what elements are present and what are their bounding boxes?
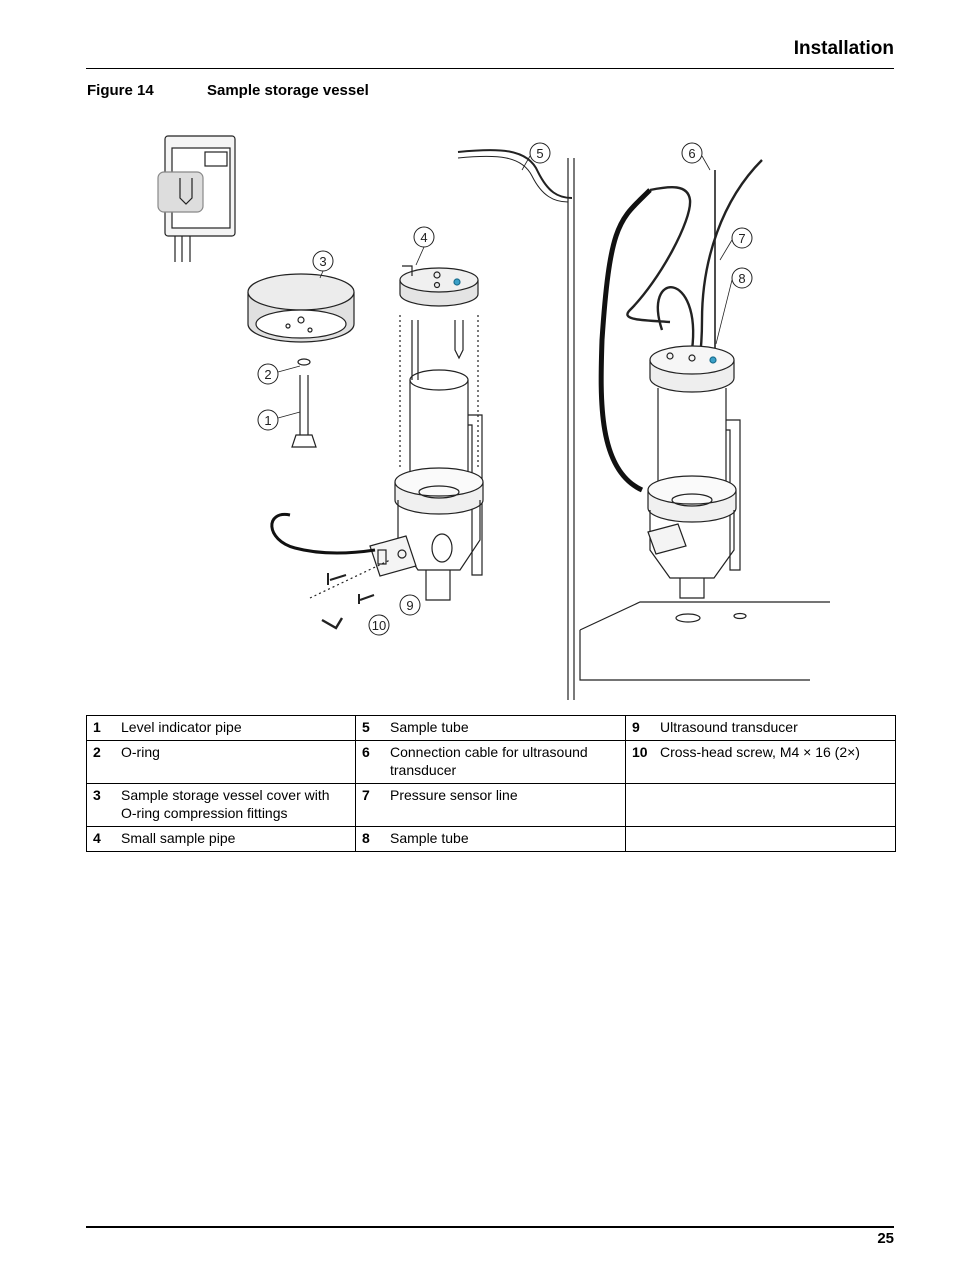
legend-cell <box>625 826 896 852</box>
figure-title: Sample storage vessel <box>207 82 369 99</box>
footer-rule <box>86 1226 894 1228</box>
legend-cell: 6 Connection cable for ultrasound transdu… <box>355 740 626 784</box>
exploded-vessel <box>270 265 484 630</box>
legend-number: 3 <box>93 787 101 803</box>
legend-text: Sample storage vessel cover with O-ring … <box>121 787 330 821</box>
legend-cell: 10 Cross-head screw, M4 × 16 (2×) <box>625 740 896 784</box>
callout-3: 3 <box>319 254 326 269</box>
legend-number: 5 <box>362 719 370 735</box>
callout-7: 7 <box>738 231 745 246</box>
legend-text: Connection cable for ultrasound transduc… <box>390 744 588 778</box>
legend-text: Pressure sensor line <box>390 787 518 803</box>
figure-number: Figure 14 <box>87 82 154 99</box>
legend-text: Level indicator pipe <box>121 719 242 735</box>
legend-number: 4 <box>93 830 101 846</box>
legend-row: 1 Level indicator pipe 5 Sample tube 9 Ultr… <box>86 715 896 741</box>
legend-number: 9 <box>632 719 640 735</box>
legend-text: Small sample pipe <box>121 830 236 846</box>
callout-9: 9 <box>406 598 413 613</box>
callout-2: 2 <box>264 367 271 382</box>
legend-cell: 4 Small sample pipe <box>86 826 356 852</box>
vessel-cover <box>247 273 355 343</box>
legend-text: Cross-head screw, M4 × 16 (2×) <box>660 744 860 760</box>
section-title: Installation <box>793 38 894 59</box>
legend-text: Ultrasound transducer <box>660 719 798 735</box>
callout-6: 6 <box>688 146 695 161</box>
legend-cell: 1 Level indicator pipe <box>86 715 356 741</box>
callout-4: 4 <box>420 230 427 245</box>
instrument-thumbnail <box>157 135 236 262</box>
callout-1: 1 <box>264 413 271 428</box>
level-indicator-pipe <box>291 375 317 448</box>
vessel-drawing: 1 2 3 4 5 6 7 8 9 10 <box>157 135 830 700</box>
figure-illustration: 1 2 3 4 5 6 7 8 9 10 <box>150 130 830 705</box>
callout-8: 8 <box>738 271 745 286</box>
legend-text: Sample tube <box>390 719 469 735</box>
legend-number: 2 <box>93 744 101 760</box>
callout-10: 10 <box>372 618 386 633</box>
legend-number: 7 <box>362 787 370 803</box>
installed-vessel <box>579 159 830 681</box>
legend-text: Sample tube <box>390 830 469 846</box>
o-ring <box>297 358 311 366</box>
legend-cell: 3 Sample storage vessel cover with O-ring… <box>86 783 356 827</box>
legend-number: 10 <box>632 744 648 760</box>
legend-cell: 5 Sample tube <box>355 715 626 741</box>
legend-row: 2 O-ring 6 Connection cable for ultrasound… <box>86 740 896 784</box>
legend-number: 8 <box>362 830 370 846</box>
legend-row: 4 Small sample pipe 8 Sample tube <box>86 826 896 852</box>
legend-cell <box>625 783 896 827</box>
callouts <box>257 142 753 636</box>
legend-number: 6 <box>362 744 370 760</box>
page-number: 25 <box>877 1230 894 1247</box>
legend-cell: 9 Ultrasound transducer <box>625 715 896 741</box>
legend-cell: 7 Pressure sensor line <box>355 783 626 827</box>
legend-cell: 8 Sample tube <box>355 826 626 852</box>
header-rule <box>86 68 894 69</box>
legend-row: 3 Sample storage vessel cover with O-ring… <box>86 783 896 827</box>
callout-labels: 1 2 3 4 5 6 7 8 9 10 <box>264 146 745 633</box>
legend-cell: 2 O-ring <box>86 740 356 784</box>
legend-text: O-ring <box>121 744 160 760</box>
callout-5: 5 <box>536 146 543 161</box>
legend-number: 1 <box>93 719 101 735</box>
